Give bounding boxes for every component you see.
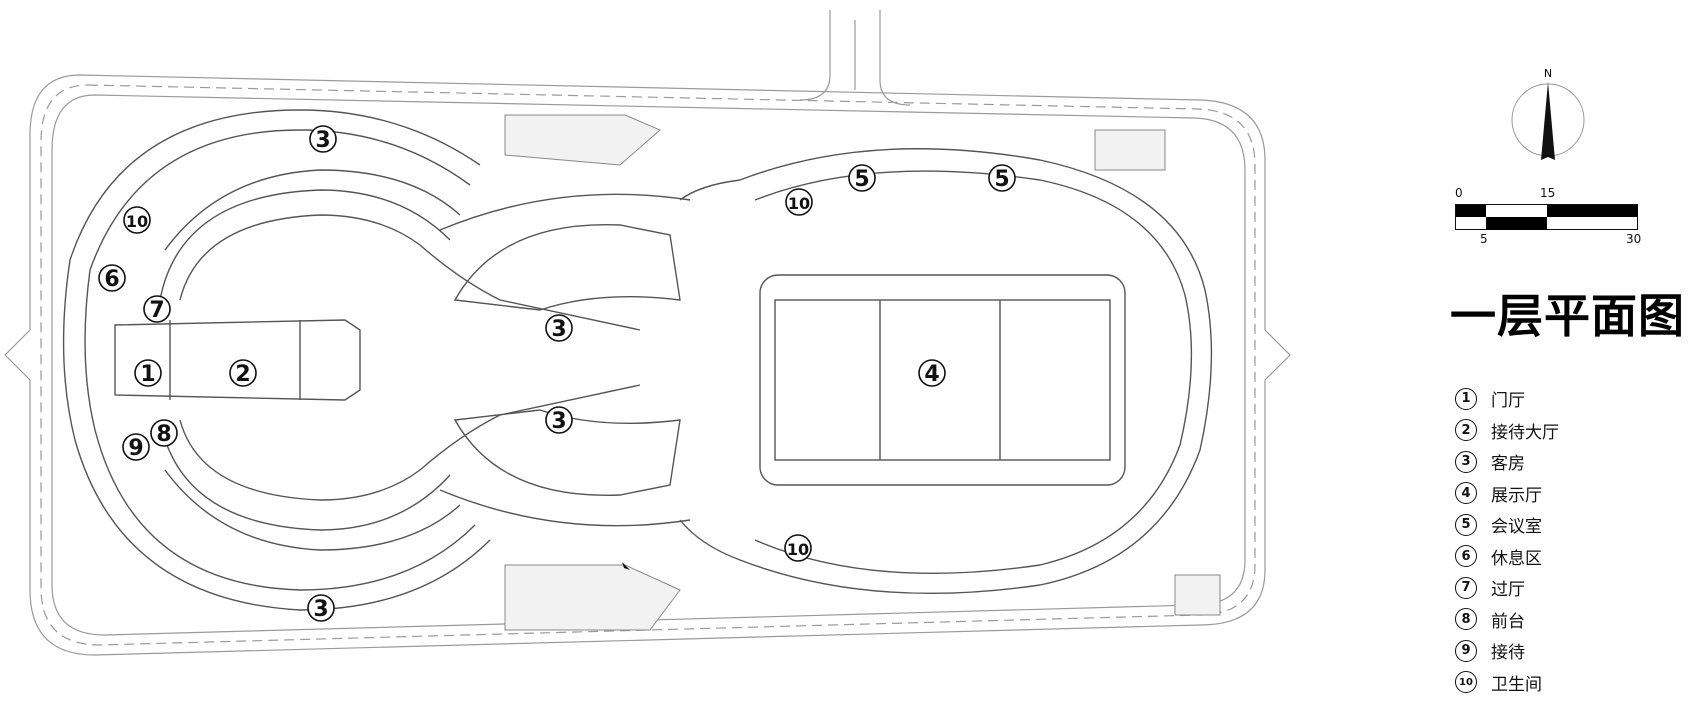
room-label: 5 <box>848 164 876 192</box>
svg-text:3: 3 <box>551 317 566 342</box>
legend-item: 2 接待大厅 <box>1455 415 1559 447</box>
scale-bar: 0 15 5 30 <box>1455 186 1642 246</box>
svg-text:6: 6 <box>104 267 119 292</box>
legend-item: 5 会议室 <box>1455 509 1559 541</box>
legend-number: 3 <box>1455 450 1477 473</box>
left-wing-inner-court <box>179 214 641 501</box>
legend-number: 7 <box>1455 576 1477 599</box>
legend-item: 8 前台 <box>1455 604 1559 636</box>
legend-item: 9 接待 <box>1455 635 1559 667</box>
legend-number: 8 <box>1455 608 1477 631</box>
legend-item: 3 客房 <box>1455 446 1559 478</box>
legend-number: 2 <box>1455 419 1477 442</box>
north-arrow: N <box>1511 67 1585 160</box>
svg-text:3: 3 <box>313 597 328 622</box>
legend-number: 5 <box>1455 513 1477 536</box>
legend-item: 7 过厅 <box>1455 572 1559 604</box>
exhibition-hall <box>759 274 1126 486</box>
legend-text: 展示厅 <box>1491 485 1542 506</box>
room-label: 7 <box>143 295 171 323</box>
room-label: 3 <box>309 125 337 153</box>
legend-item: 10 卫生间 <box>1455 667 1559 699</box>
svg-text:3: 3 <box>551 409 566 434</box>
svg-text:5: 5 <box>994 167 1009 192</box>
room-label: 6 <box>98 264 126 292</box>
legend-number: 10 <box>1455 671 1477 694</box>
svg-text:9: 9 <box>128 436 143 461</box>
room-label: 3 <box>545 406 573 434</box>
svg-text:1: 1 <box>140 362 155 387</box>
room-label: 10 <box>784 534 812 562</box>
plan-title: 一层平面图 <box>1450 289 1685 343</box>
legend-text: 客房 <box>1491 454 1525 475</box>
svg-text:5: 5 <box>854 167 869 192</box>
legend-text: 门厅 <box>1491 391 1525 412</box>
legend-text: 卫生间 <box>1491 674 1542 695</box>
svg-text:10: 10 <box>788 194 810 213</box>
room-label: 5 <box>988 164 1016 192</box>
legend-text: 会议室 <box>1491 517 1542 538</box>
site-road-inner <box>51 94 1246 636</box>
legend-text: 前台 <box>1491 611 1525 632</box>
room-label: 1 <box>134 359 162 387</box>
room-label: 3 <box>307 594 335 622</box>
room-label: 3 <box>545 314 573 342</box>
room-label: 9 <box>122 433 150 461</box>
svg-text:N: N <box>1544 67 1552 80</box>
left-wing-outer <box>62 109 491 611</box>
svg-text:7: 7 <box>149 298 164 323</box>
legend-item: 1 门厅 <box>1455 383 1559 415</box>
legend-number: 4 <box>1455 482 1477 505</box>
room-label: 8 <box>150 419 178 447</box>
room-label: 10 <box>123 206 151 234</box>
legend-number: 9 <box>1455 639 1477 662</box>
legend-text: 接待大厅 <box>1491 422 1559 443</box>
site-road-outer <box>4 74 1291 656</box>
floor-plan-drawing: 1 2 3 3 3 3 4 5 5 6 7 8 9 10 10 10 <box>4 10 1291 656</box>
svg-text:3: 3 <box>315 128 330 153</box>
svg-text:4: 4 <box>924 362 939 387</box>
svg-text:10: 10 <box>126 212 148 231</box>
legend-item: 6 休息区 <box>1455 541 1559 573</box>
svg-text:8: 8 <box>156 422 171 447</box>
room-label: 2 <box>229 359 257 387</box>
right-hall-outer <box>679 148 1213 595</box>
svg-text:10: 10 <box>787 540 809 559</box>
legend-text: 休息区 <box>1491 548 1542 569</box>
legend-text: 接待 <box>1491 643 1525 664</box>
legend-number: 1 <box>1455 387 1477 410</box>
legend-number: 6 <box>1455 545 1477 568</box>
legend-text: 过厅 <box>1491 580 1525 601</box>
svg-text:2: 2 <box>235 362 250 387</box>
room-label: 10 <box>785 188 813 216</box>
legend: 1 门厅 2 接待大厅 3 客房 4 展示厅 5 会议室 6 休息区 7 过厅 8 前台 9 接待… <box>1455 383 1559 698</box>
room-label: 4 <box>918 359 946 387</box>
legend-item: 4 展示厅 <box>1455 478 1559 510</box>
